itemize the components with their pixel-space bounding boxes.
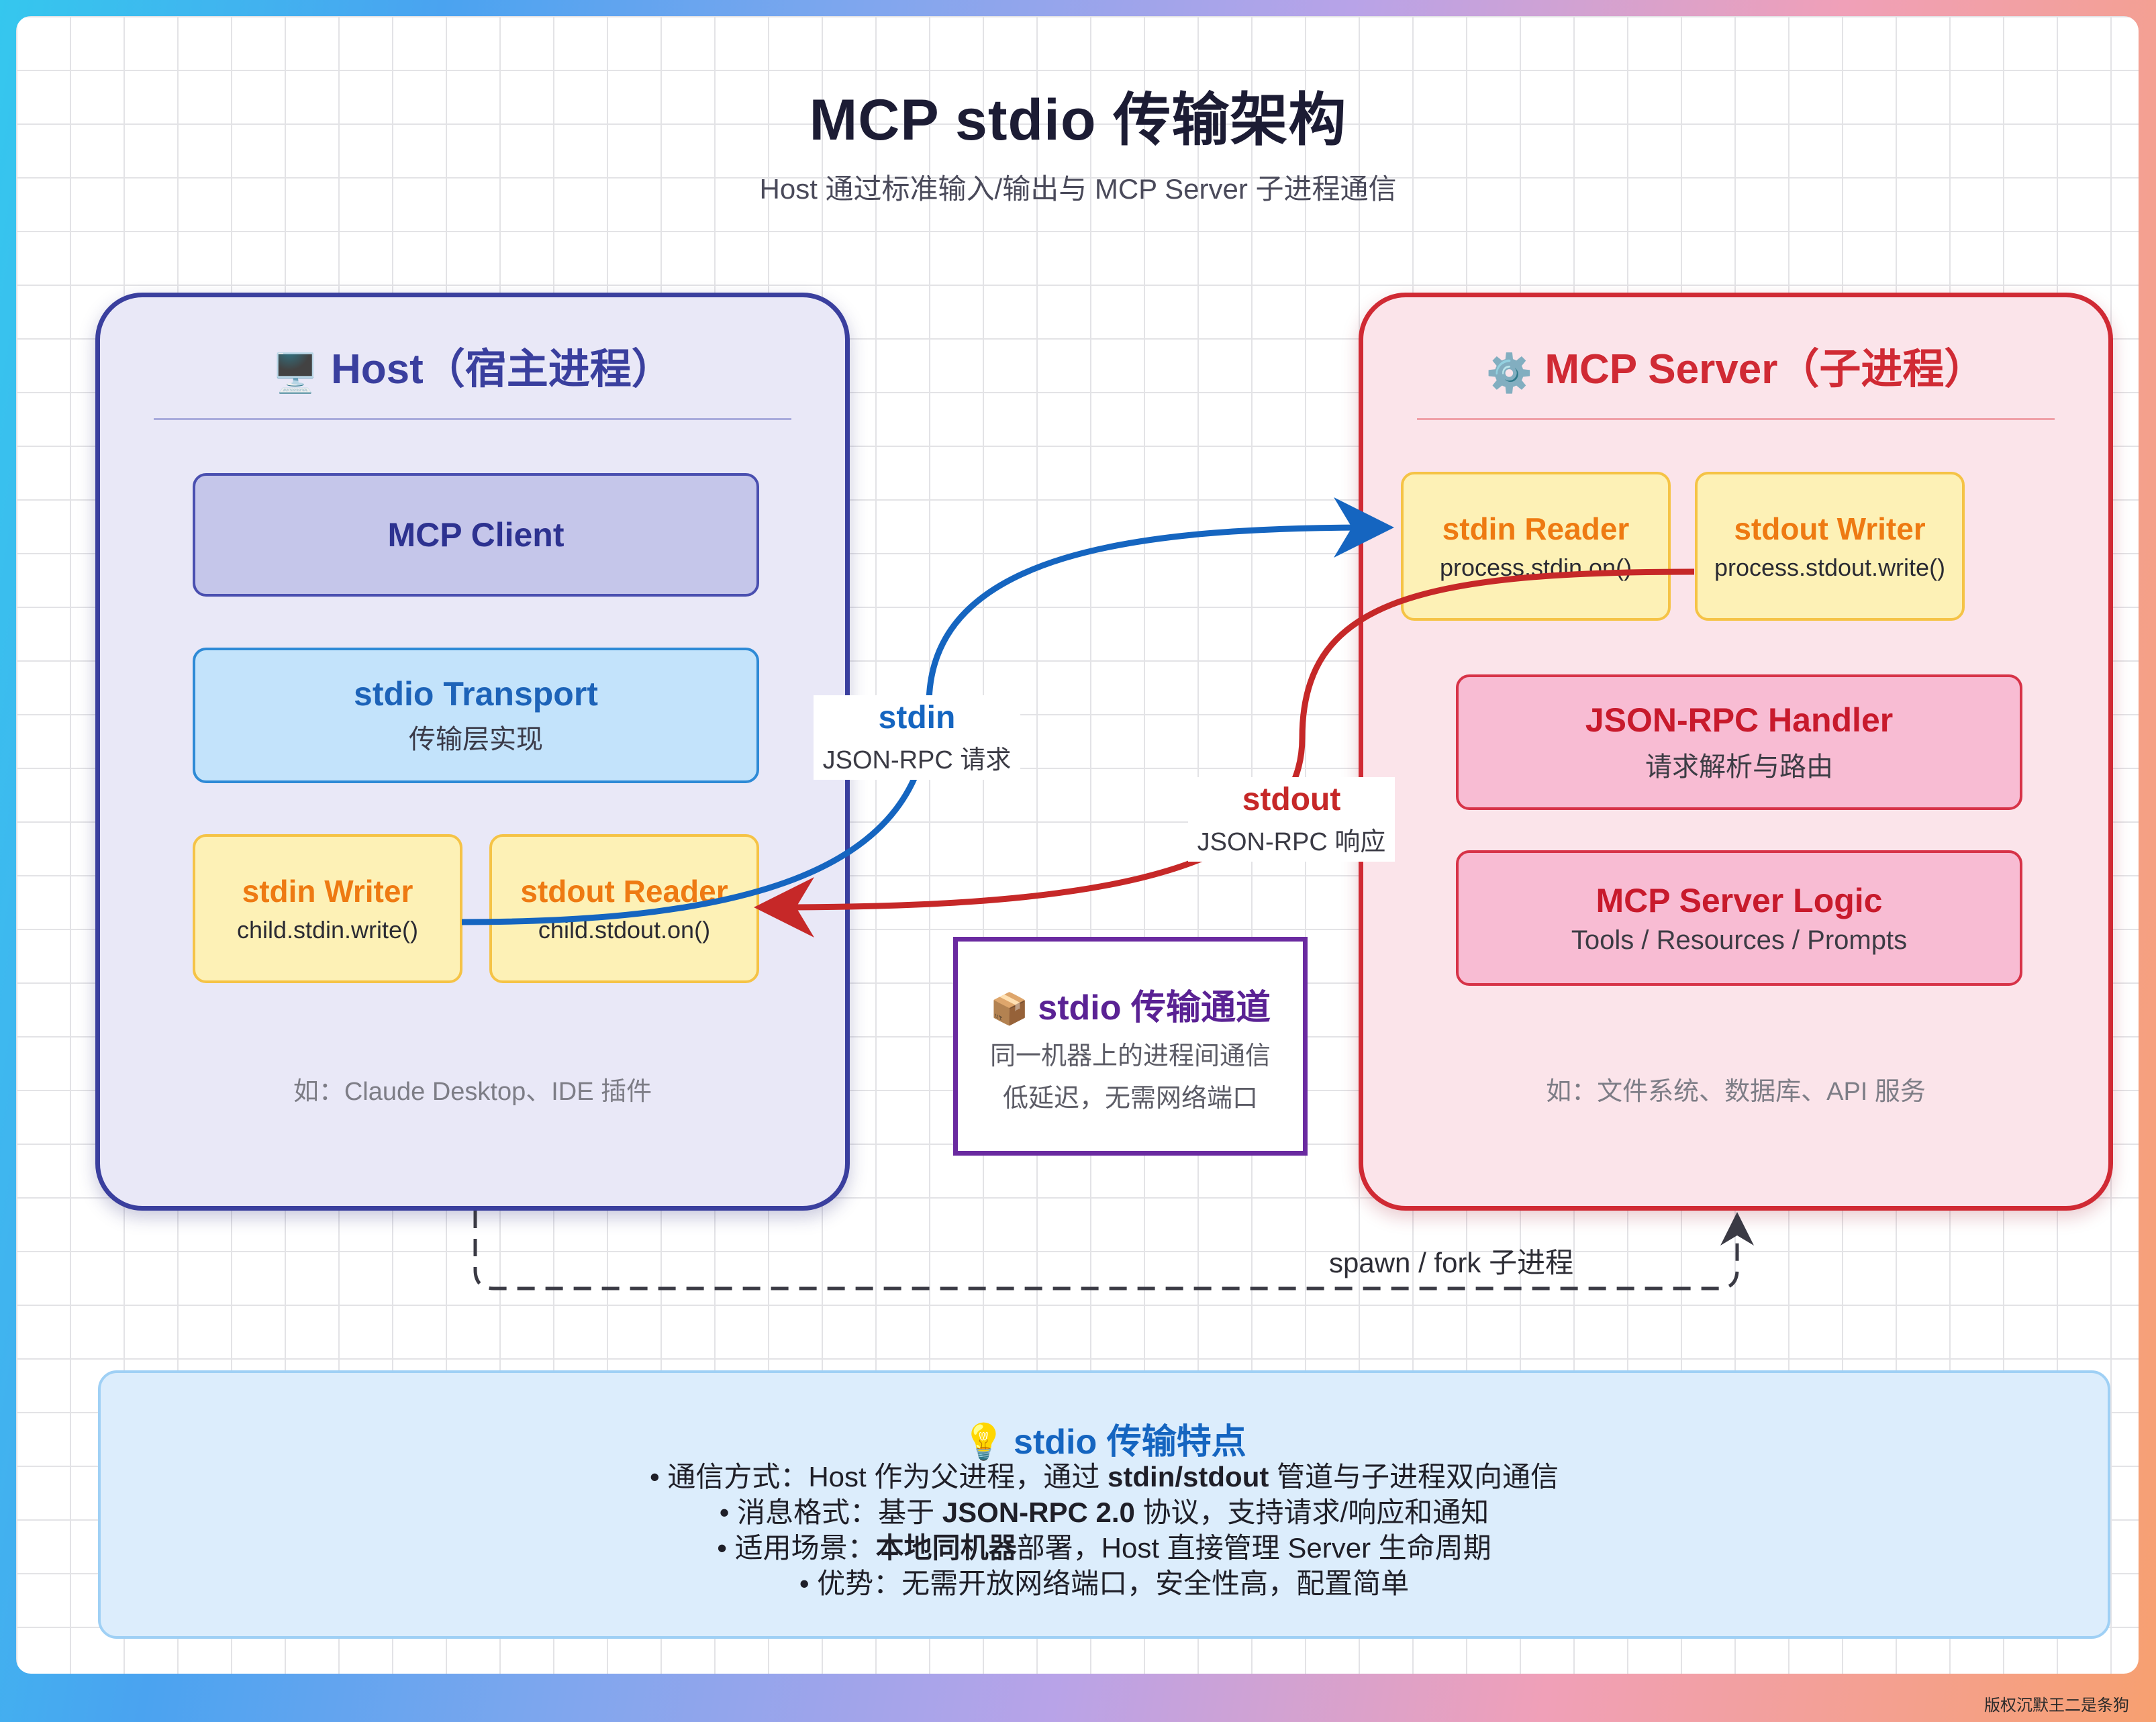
- feature-line-4: • 优势：无需开放网络端口，安全性高，配置简单: [799, 1568, 1410, 1599]
- feature-2-bold: JSON-RPC 2.0: [942, 1497, 1135, 1528]
- stdout-label-title: stdout: [1242, 782, 1341, 817]
- channel-line-2: 低延迟，无需网络端口: [1002, 1084, 1258, 1113]
- stdio-channel-box: 📦 stdio 传输通道 同一机器上的进程间通信 低延迟，无需网络端口: [953, 937, 1308, 1156]
- stdin-writer-code: child.stdin.write(): [236, 916, 419, 944]
- host-divider: [154, 418, 791, 420]
- stdout-flow-label: stdout JSON-RPC 响应: [1188, 777, 1395, 862]
- feature-line-1: • 通信方式：Host 作为父进程，通过 stdin/stdout 管道与子进程…: [101, 1459, 2108, 1495]
- logic-title: MCP Server Logic: [1596, 881, 1883, 919]
- features-title: 💡stdio 传输特点: [101, 1413, 2108, 1464]
- host-example-note: 如：Claude Desktop、IDE 插件: [293, 1078, 652, 1106]
- transport-title: stdio Transport: [354, 675, 598, 713]
- feature-3-text: • 适用场景：: [717, 1532, 876, 1564]
- feature-3-rest: 部署，Host 直接管理 Server 生命周期: [1016, 1532, 1491, 1564]
- server-logic-box: MCP Server Logic Tools / Resources / Pro…: [1456, 850, 2022, 986]
- server-title-text: MCP Server（子进程）: [1545, 346, 1986, 393]
- server-panel-title: ⚙️ MCP Server（子进程）: [1363, 335, 2108, 395]
- spawn-label: spawn / fork 子进程: [1329, 1247, 1574, 1278]
- desktop-computer-icon: 🖥️: [272, 352, 319, 394]
- watermark: 版权沉默王二是条狗: [1984, 1696, 2129, 1715]
- page-subtitle: Host 通过标准输入/输出与 MCP Server 子进程通信: [759, 173, 1397, 205]
- stdin-label-title: stdin: [878, 700, 956, 736]
- stdin-label-sub: JSON-RPC 请求: [822, 746, 1012, 774]
- gear-icon: ⚙️: [1485, 352, 1533, 394]
- stdin-flow-label: stdin JSON-RPC 请求: [814, 695, 1020, 780]
- feature-2-rest: 协议，支持请求/响应和通知: [1134, 1497, 1489, 1528]
- channel-line-1: 同一机器上的进程间通信: [989, 1042, 1271, 1070]
- feature-2-text: • 消息格式：基于: [719, 1497, 942, 1528]
- feature-line-2: • 消息格式：基于 JSON-RPC 2.0 协议，支持请求/响应和通知: [101, 1495, 2108, 1530]
- server-divider: [1417, 418, 2055, 420]
- logic-subtitle: Tools / Resources / Prompts: [1571, 925, 1908, 955]
- json-rpc-handler-box: JSON-RPC Handler 请求解析与路由: [1456, 674, 2022, 810]
- stdin-writer-box: stdin Writer child.stdin.write(): [193, 834, 462, 983]
- transport-subtitle: 传输层实现: [409, 725, 543, 754]
- feature-1-bold: stdin/stdout: [1108, 1461, 1269, 1492]
- stdout-flow-line: [754, 568, 1695, 938]
- server-example-note: 如：文件系统、数据库、API 服务: [1546, 1078, 1926, 1106]
- features-list: • 通信方式：Host 作为父进程，通过 stdin/stdout 管道与子进程…: [101, 1459, 2108, 1601]
- lightbulb-icon: 💡: [962, 1423, 1006, 1462]
- features-title-text: stdio 传输特点: [1014, 1423, 1246, 1462]
- feature-3-bold: 本地同机器: [875, 1532, 1017, 1564]
- stdin-writer-title: stdin Writer: [242, 874, 413, 909]
- host-process-panel: 🖥️ Host（宿主进程） MCP Client stdio Transport …: [95, 293, 850, 1211]
- channel-title: 📦 stdio 传输通道: [990, 979, 1271, 1029]
- feature-line-3: • 适用场景：本地同机器部署，Host 直接管理 Server 生命周期: [101, 1530, 2108, 1566]
- stdout-writer-box: stdout Writer process.stdout.write(): [1695, 472, 1965, 621]
- stdout-reader-box: stdout Reader child.stdout.on(): [489, 834, 759, 983]
- handler-title: JSON-RPC Handler: [1585, 701, 1894, 739]
- channel-title-text: stdio 传输通道: [1038, 988, 1271, 1027]
- host-title-text: Host（宿主进程）: [330, 346, 673, 393]
- mcp-client-label: MCP Client: [387, 516, 565, 554]
- stdin-reader-title: stdin Reader: [1442, 511, 1630, 546]
- stdio-transport-box: stdio Transport 传输层实现: [193, 648, 759, 783]
- mcp-server-panel: ⚙️ MCP Server（子进程） stdin Reader process.s…: [1359, 293, 2113, 1211]
- stdin-reader-box: stdin Reader process.stdin.on(): [1401, 472, 1671, 621]
- mcp-client-box: MCP Client: [193, 473, 759, 597]
- stdout-writer-title: stdout Writer: [1734, 511, 1926, 546]
- feature-1-rest: 管道与子进程双向通信: [1269, 1461, 1559, 1492]
- stdout-writer-code: process.stdout.write(): [1714, 554, 1946, 581]
- package-icon: 📦: [990, 991, 1029, 1026]
- host-panel-title: 🖥️ Host（宿主进程）: [100, 335, 845, 395]
- stdout-label-sub: JSON-RPC 响应: [1197, 828, 1386, 856]
- spawn-connector: [473, 1211, 1754, 1290]
- handler-subtitle: 请求解析与路由: [1645, 752, 1833, 782]
- feature-1-text: • 通信方式：Host 作为父进程，通过: [649, 1461, 1108, 1492]
- features-box: 💡stdio 传输特点 • 通信方式：Host 作为父进程，通过 stdin/s…: [98, 1370, 2110, 1639]
- page-title: MCP stdio 传输架构: [809, 88, 1347, 152]
